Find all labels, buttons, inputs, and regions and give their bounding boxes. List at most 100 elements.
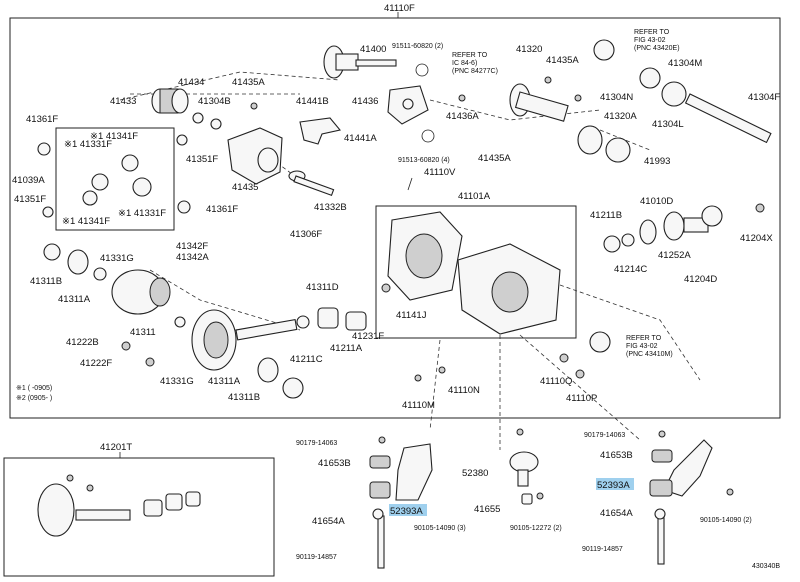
label-41110P: 41110P (566, 393, 597, 404)
label-41101A: 41101A (458, 191, 491, 202)
label-41435A-3: 41435A (478, 153, 511, 164)
label-41222B: 41222B (66, 337, 99, 348)
svg-text:REFER TO: REFER TO (626, 335, 662, 342)
label-41351F-2: 41351F (186, 154, 218, 165)
label-41304F: 41304F (748, 92, 780, 103)
label-41435: 41435 (232, 182, 258, 193)
label-41311D: 41311D (306, 282, 339, 293)
label-41304B: 41304B (198, 96, 231, 107)
label-41653B-l: 41653B (318, 458, 351, 469)
label-90105-m: 90105-12272 (2) (510, 525, 562, 532)
label-41433: 41433 (110, 96, 136, 107)
label-41654A-r: 41654A (600, 508, 633, 519)
label-41331G-2: 41331G (160, 376, 194, 387)
refer-note-1: REFER TO FIG 43-02 (PNC 43420E) (634, 29, 680, 52)
svg-text:REFER TO: REFER TO (452, 52, 488, 59)
label-41434: 41434 (178, 77, 204, 88)
svg-text:(PNC 84277C): (PNC 84277C) (452, 68, 498, 75)
label-41351F: 41351F (14, 194, 46, 205)
label-41304M: 41304M (668, 58, 702, 69)
ring-pinion-box (3, 457, 275, 577)
label-41311B-2: 41311B (228, 392, 260, 403)
label-41320: 41320 (516, 44, 542, 55)
label-41304L: 41304L (652, 119, 684, 130)
label-41231F: 41231F (352, 331, 384, 342)
label-41653B-r: 41653B (600, 450, 633, 461)
label-41222F: 41222F (80, 358, 112, 369)
label-41341F-b: ※1 41341F (62, 216, 110, 227)
part-41311 (111, 269, 171, 315)
ring-gear (191, 309, 237, 371)
part-52380 (509, 428, 544, 505)
label-41654A-l: 41654A (312, 516, 345, 527)
svg-text:91511-60820 (2): 91511-60820 (2) (392, 43, 443, 50)
label-90105-r: 90105-14090 (2) (700, 517, 752, 524)
label-41110N: 41110N (448, 385, 480, 396)
ring-pinion-set (37, 474, 201, 537)
box2-title: 41201T (100, 442, 132, 453)
label-90119-l: 90119-14857 (296, 554, 337, 561)
part-41320 (509, 83, 603, 155)
label-41306F: 41306F (290, 229, 322, 240)
label-41311A: 41311A (58, 294, 91, 305)
label-41010D: 41010D (640, 196, 673, 207)
spider-gears (82, 154, 152, 206)
label-41214C: 41214C (614, 264, 647, 275)
bolt-note: 91511-60820 (2) REFER TO IC 84-6) (PNC 8… (392, 43, 498, 75)
label-41361F-2: 41361F (206, 204, 238, 215)
label-41400: 41400 (360, 44, 386, 55)
part-41306F (288, 170, 335, 197)
label-41211C: 41211C (290, 354, 323, 365)
label-41311B: 41311B (30, 276, 62, 287)
label-52393A-l: 52393A (390, 506, 423, 517)
label-41211B: 41211B (590, 210, 622, 221)
label-91513: 91513-60820 (4) (398, 157, 450, 164)
svg-text:FIG 43-02: FIG 43-02 (634, 37, 666, 44)
diagram-id: 430340B (752, 563, 780, 570)
bracket-left (369, 436, 433, 569)
svg-text:REFER TO: REFER TO (634, 29, 670, 36)
footnote-2: ※2 (0905- ) (16, 395, 52, 402)
main-frame (9, 17, 781, 419)
label-41441A: 41441A (344, 133, 377, 144)
label-41441B: 41441B (296, 96, 329, 107)
labels: 41400 41433 41434 41435A 41304B 41441B 4… (12, 44, 780, 561)
label-41341F-a: ※1 41341F (90, 131, 138, 142)
label-52380: 52380 (462, 468, 488, 479)
part-41436 (387, 85, 429, 125)
label-41993: 41993 (644, 156, 670, 167)
spider-gear-box (55, 127, 175, 231)
label-41331G: 41331G (100, 253, 134, 264)
label-90105-l: 90105-14090 (3) (414, 525, 466, 532)
refer-note-2: REFER TO FIG 43-02 (PNC 43410M) (626, 335, 673, 358)
part-41433 (151, 88, 189, 114)
svg-text:FIG 43-02: FIG 43-02 (626, 343, 658, 350)
label-90119-r: 90119-14857 (582, 546, 623, 553)
label-41110Q: 41110Q (540, 376, 572, 387)
label-41331F-b: ※1 41331F (118, 208, 166, 219)
label-41342F: 41342F (176, 241, 208, 252)
footnote-1: ※1 ( -0905) (16, 385, 52, 392)
label-41211A: 41211A (330, 343, 363, 354)
label-41311: 41311 (130, 327, 156, 338)
part-41101A (387, 211, 561, 335)
label-41311A-2: 41311A (208, 376, 241, 387)
label-41110V: 41110V (424, 167, 456, 178)
label-41436: 41436 (352, 96, 378, 107)
label-41204D: 41204D (684, 274, 717, 285)
label-41435A-2: 41435A (546, 55, 579, 66)
label-90179-r: 90179-14063 (584, 432, 625, 439)
label-41342A: 41342A (176, 252, 209, 263)
part-41400 (323, 45, 397, 79)
label-41320A: 41320A (604, 111, 637, 122)
label-41141J: 41141J (396, 310, 427, 321)
label-41252A: 41252A (658, 250, 691, 261)
svg-text:(PNC 43410M): (PNC 43410M) (626, 351, 673, 358)
label-41110M: 41110M (402, 400, 435, 411)
label-41436A: 41436A (446, 111, 479, 122)
label-41655: 41655 (474, 504, 500, 515)
label-41331F: ※1 41331F (64, 139, 112, 150)
label-41332B: 41332B (314, 202, 347, 213)
bracket-right (649, 430, 734, 565)
